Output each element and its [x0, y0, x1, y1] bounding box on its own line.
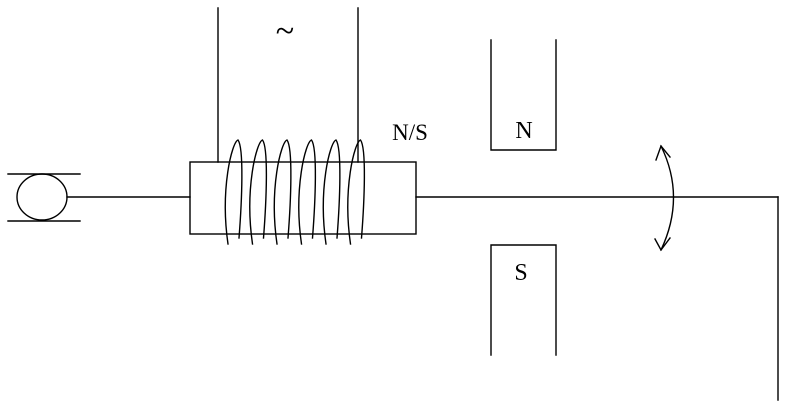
ac-source-symbol: ~	[276, 13, 294, 50]
magnet-north-pole: N	[491, 40, 556, 150]
armature-core	[190, 162, 416, 234]
coil-turn	[299, 140, 316, 244]
magnet-south-pole: S	[491, 245, 556, 355]
arrowhead-up	[656, 146, 670, 160]
coil-winding	[225, 140, 364, 244]
north-pole-label: N	[515, 118, 532, 144]
pivot-circle	[17, 174, 67, 220]
coil-turn	[348, 140, 365, 244]
oscillation-arrow	[655, 146, 674, 250]
oscillation-arc	[661, 146, 674, 250]
armature-pole-label: N/S	[392, 120, 428, 145]
coil-turn	[323, 140, 340, 244]
south-pole-label: S	[514, 260, 527, 286]
arrowhead-down	[655, 238, 670, 250]
coil-turn	[274, 140, 291, 244]
coil-turn	[250, 140, 267, 244]
coil-turn	[225, 140, 242, 244]
